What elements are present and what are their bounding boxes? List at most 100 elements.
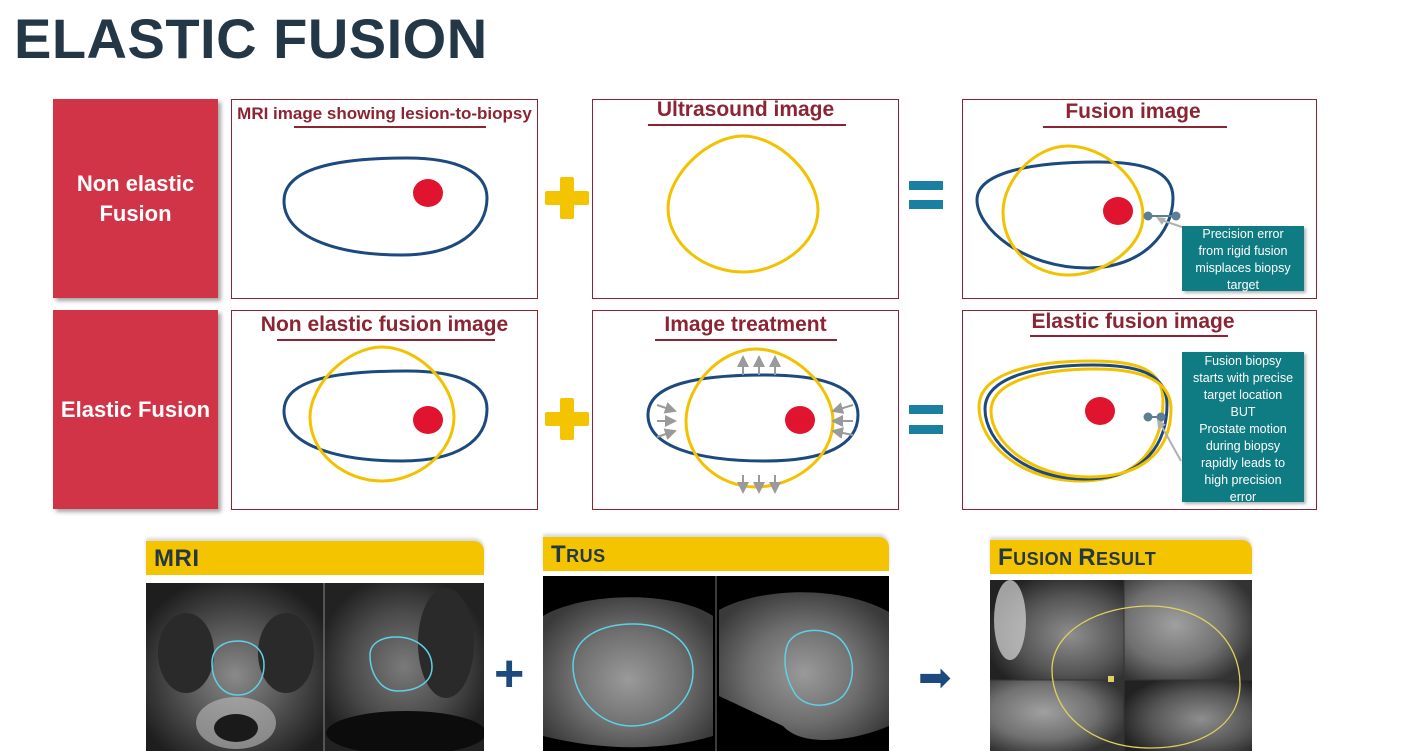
panel-title: Non elastic fusion image <box>260 313 509 336</box>
callout-line: Precision error <box>1202 227 1284 241</box>
callout-line: misplaces biopsy <box>1195 261 1291 275</box>
panel-title: Image treatment <box>664 313 827 336</box>
callout-line: target <box>1227 278 1259 292</box>
ultrasound-prostate-outline <box>666 134 820 274</box>
deformation-arrows-bottom <box>737 475 781 494</box>
banner-label-rest: RUS <box>566 546 606 566</box>
fusion-diagram <box>975 144 1186 277</box>
banner-label-initial: F <box>998 544 1014 571</box>
title-underline <box>1030 335 1228 337</box>
callout-line: BUT <box>1230 405 1256 419</box>
callout-pointer-head <box>1156 217 1166 225</box>
ultrasound-prostate-outline <box>308 345 456 483</box>
ultrasound-diagram <box>666 134 820 274</box>
callout-pointer <box>1160 219 1186 229</box>
callout-precision-error: Precision error from rigid fusion mispla… <box>1182 226 1304 292</box>
callout-line: error <box>1229 490 1257 504</box>
mri-prostate-outline <box>983 363 1169 481</box>
callout-elastic-precision: Fusion biopsy starts with precise target… <box>1182 352 1304 504</box>
deformation-arrows-right <box>831 402 854 439</box>
segmentation-contour <box>572 623 694 727</box>
equals-operator-top <box>909 181 943 190</box>
equals-operator-bottom <box>909 425 943 434</box>
trus-scan-graphic <box>543 576 889 751</box>
panel-title: MRI image showing lesion-to-biopsy <box>237 104 532 123</box>
fusion-result-graphic <box>990 580 1252 751</box>
callout-pointer <box>1160 424 1182 462</box>
callout-line: high precision <box>1204 473 1282 487</box>
segmentation-contour <box>369 636 433 692</box>
banner-label-rest: ESULT <box>1096 549 1157 569</box>
row-label-line: Non elastic <box>76 170 195 196</box>
equals-operator-bottom <box>909 200 943 209</box>
lesion-dot <box>1085 397 1115 425</box>
title-underline <box>1043 126 1227 128</box>
mri-scan-image <box>146 583 484 751</box>
callout-line: during biopsy <box>1205 439 1281 453</box>
banner-label: FUSION RESULT <box>998 544 1156 572</box>
lesion-dot <box>785 406 815 434</box>
callout-line: target location <box>1203 388 1283 402</box>
ultrasound-prostate-outline <box>977 359 1165 483</box>
mri-prostate-outline <box>646 373 860 463</box>
panel-image-treatment: Image treatment <box>592 310 899 510</box>
mri-prostate-outline <box>975 160 1175 270</box>
row-label-non-elastic: Non elastic Fusion <box>53 99 218 298</box>
row-label-elastic: Elastic Fusion <box>53 310 218 509</box>
plus-operator-bottom: + <box>494 645 525 703</box>
deformation-arrows-left <box>656 402 677 440</box>
lesion-dot <box>1103 197 1133 225</box>
callout-line: from rigid fusion <box>1198 244 1288 258</box>
lesion-dot <box>413 406 443 434</box>
error-point <box>1143 211 1153 221</box>
mri-prostate-outline <box>282 156 489 257</box>
row-label-line: Fusion <box>99 200 172 226</box>
page-title: ELASTIC FUSION <box>14 7 488 70</box>
title-underline <box>277 339 495 341</box>
equals-operator-top <box>909 405 943 414</box>
callout-line: Fusion biopsy <box>1204 354 1282 368</box>
image-treatment-diagram <box>646 347 860 494</box>
arrow-operator-bottom: ➡ <box>918 656 952 700</box>
lesion-dot <box>413 179 443 207</box>
panel-ultrasound: Ultrasound image <box>592 98 899 299</box>
elastic-fusion-diagram <box>977 359 1182 483</box>
banner-label: TRUS <box>551 541 606 569</box>
panel-non-elastic-fusion: Non elastic fusion image <box>231 310 538 510</box>
fusion-result-image <box>990 580 1252 751</box>
title-underline <box>294 126 486 128</box>
banner-mri: MRI <box>146 541 484 575</box>
mri-prostate-outline <box>282 369 489 463</box>
banner-label-initial: R <box>1078 544 1097 571</box>
panel-mri: MRI image showing lesion-to-biopsy <box>231 99 538 299</box>
error-point <box>1143 412 1153 422</box>
mri-scan-graphic <box>146 583 484 751</box>
banner-label-initial: T <box>551 541 567 568</box>
non-elastic-fusion-diagram <box>282 345 489 483</box>
banner-label-rest: USION <box>1013 549 1079 569</box>
deformation-arrows-top <box>737 355 781 375</box>
segmentation-contour <box>1051 605 1241 749</box>
callout-line: Prostate motion <box>1199 422 1287 436</box>
trus-scan-image <box>543 576 889 751</box>
callout-line: starts with precise <box>1192 371 1294 385</box>
callout-pointer-head <box>1157 419 1166 429</box>
callout-line: rapidly leads to <box>1200 456 1286 470</box>
panel-title: Elastic fusion image <box>1031 310 1235 333</box>
panel-title: Fusion image <box>1065 100 1201 123</box>
error-point <box>1171 211 1181 221</box>
plus-operator <box>545 177 589 219</box>
row-label-line: Elastic Fusion <box>60 396 211 422</box>
title-underline <box>648 124 846 126</box>
banner-fusion-result: FUSION RESULT <box>990 540 1252 574</box>
ultrasound-prostate-outline <box>989 367 1173 479</box>
segmentation-contour <box>784 629 854 706</box>
segmentation-contour <box>211 640 265 696</box>
plus-operator <box>545 398 589 440</box>
panel-title: Ultrasound image <box>656 98 835 121</box>
ultrasound-prostate-outline <box>1001 144 1145 277</box>
mri-diagram <box>282 156 489 257</box>
banner-trus: TRUS <box>543 537 889 571</box>
banner-label: MRI <box>154 545 200 572</box>
error-point <box>1156 412 1166 422</box>
